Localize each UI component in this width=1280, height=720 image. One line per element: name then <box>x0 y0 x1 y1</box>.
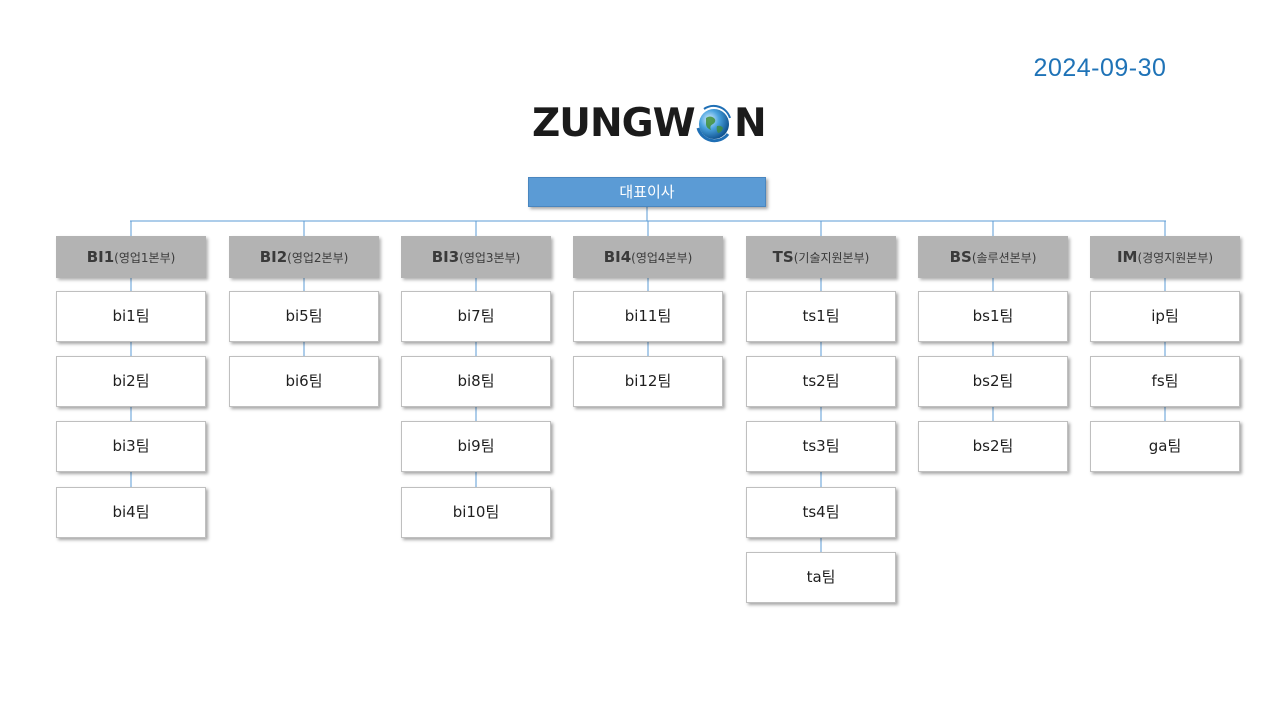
division-code: BI1 <box>86 248 115 266</box>
division-code: BI4 <box>603 248 632 266</box>
division-box-bi1: BI1(영업1본부) <box>56 236 206 278</box>
team-box: fs팀 <box>1090 356 1240 407</box>
team-box: bi2팀 <box>56 356 206 407</box>
team-box: bi10팀 <box>401 487 551 538</box>
division-box-bs: BS(솔루션본부) <box>918 236 1068 278</box>
team-box: bi1팀 <box>56 291 206 342</box>
division-name: (영업2본부) <box>287 251 349 265</box>
division-box-im: IM(경영지원본부) <box>1090 236 1240 278</box>
logo-text-right: N <box>734 101 767 146</box>
division-code: IM <box>1116 248 1138 266</box>
team-box: bi12팀 <box>573 356 723 407</box>
team-box: bi3팀 <box>56 421 206 472</box>
team-box: bi6팀 <box>229 356 379 407</box>
team-box: bi7팀 <box>401 291 551 342</box>
division-code: BI3 <box>431 248 460 266</box>
team-box: bs1팀 <box>918 291 1068 342</box>
ceo-box: 대표이사 <box>528 177 766 207</box>
team-box: bs2팀 <box>918 421 1068 472</box>
team-box: bi5팀 <box>229 291 379 342</box>
division-name: (기술지원본부) <box>793 251 870 265</box>
team-box: bi9팀 <box>401 421 551 472</box>
division-name: (영업1본부) <box>114 251 176 265</box>
division-name: (솔루션본부) <box>971 251 1037 265</box>
team-box: bs2팀 <box>918 356 1068 407</box>
division-box-bi4: BI4(영업4본부) <box>573 236 723 278</box>
team-box: ts3팀 <box>746 421 896 472</box>
team-box: ts1팀 <box>746 291 896 342</box>
team-box: ts2팀 <box>746 356 896 407</box>
team-box: ga팀 <box>1090 421 1240 472</box>
team-box: bi4팀 <box>56 487 206 538</box>
division-box-bi2: BI2(영업2본부) <box>229 236 379 278</box>
globe-icon <box>696 104 731 143</box>
date-label: 2024-09-30 <box>1033 54 1167 82</box>
team-box: ts4팀 <box>746 487 896 538</box>
team-box: ta팀 <box>746 552 896 603</box>
division-name: (영업4본부) <box>631 251 693 265</box>
team-box: bi11팀 <box>573 291 723 342</box>
division-box-bi3: BI3(영업3본부) <box>401 236 551 278</box>
division-code: TS <box>772 248 794 266</box>
team-box: ip팀 <box>1090 291 1240 342</box>
division-box-ts: TS(기술지원본부) <box>746 236 896 278</box>
logo-text-left: ZUNGW <box>532 101 696 146</box>
company-logo: ZUNGW N <box>532 100 772 148</box>
team-box: bi8팀 <box>401 356 551 407</box>
division-name: (영업3본부) <box>459 251 521 265</box>
division-code: BI2 <box>259 248 288 266</box>
division-name: (경영지원본부) <box>1137 251 1214 265</box>
division-code: BS <box>949 248 972 266</box>
